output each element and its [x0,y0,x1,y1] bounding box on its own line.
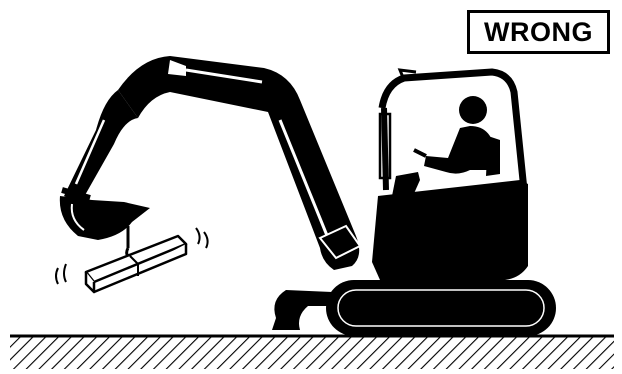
excavator-boom [118,56,360,270]
timber-beam-icon [86,236,186,292]
excavator-arm [62,90,138,204]
operator-figure [392,96,500,198]
wrong-badge: WRONG [467,10,610,54]
excavator-bucket [60,196,150,240]
hatched-ground [10,336,614,369]
wrong-badge-label: WRONG [484,17,593,48]
excavator-tracks [326,280,556,336]
dozer-blade [272,290,334,330]
